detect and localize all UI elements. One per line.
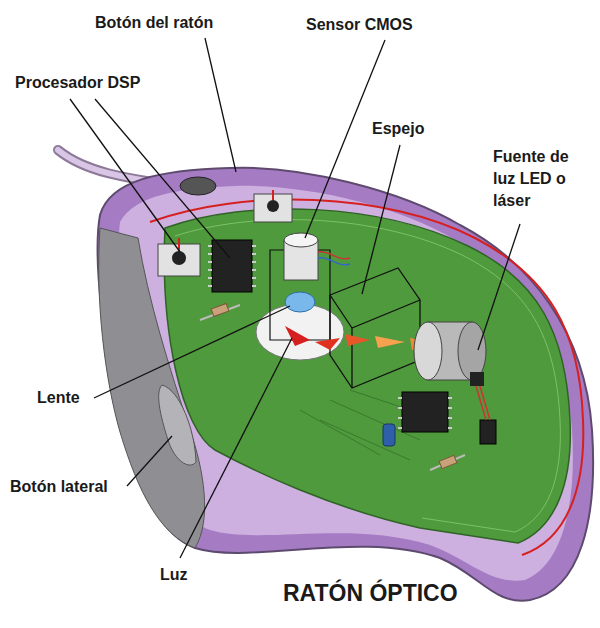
mouse-body [98,168,594,601]
red-wire [150,200,583,555]
part-label: Sensor CMOS [306,14,413,36]
part-label: Botón del ratón [95,12,213,34]
part-label: Procesador DSP [15,72,140,94]
diagram-title: RATÓN ÓPTICO [283,578,458,609]
scroll-bump [180,177,216,195]
resistor-symbol [200,304,465,470]
board-trace [175,220,560,532]
chip [398,392,452,432]
mirror-prism [330,268,420,388]
dsp-chip [208,240,256,292]
part-label: Luz [160,564,188,586]
part-label: Botón lateral [10,476,108,498]
part-label: Lente [37,387,80,409]
part-label: Fuente de luz LED o láser [493,146,593,212]
lens [285,292,315,312]
part-label: Espejo [372,118,424,140]
capacitor [383,424,395,446]
cmos-sensor [270,233,350,340]
leader-line [70,38,520,558]
switch-marker [272,190,274,200]
switch-button [267,200,279,212]
switch-button [172,251,186,265]
